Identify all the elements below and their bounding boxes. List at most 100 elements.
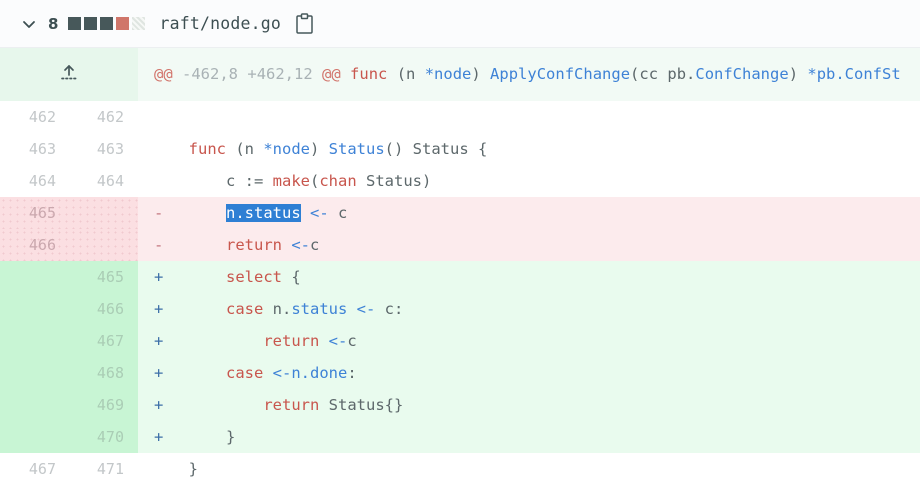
selected-text[interactable]: n.status bbox=[226, 203, 301, 222]
diff-table: @@ -462,8 +462,12 @@ func (n *node) Appl… bbox=[0, 48, 920, 485]
code-token: return bbox=[263, 331, 320, 350]
diff-marker: + bbox=[138, 388, 170, 421]
code-token: <- bbox=[291, 235, 311, 254]
code-line[interactable]: func (n *node) Status() Status { bbox=[170, 132, 920, 165]
hunk-new-range: +462,12 bbox=[247, 64, 313, 83]
code-token bbox=[170, 332, 263, 350]
line-number-old bbox=[0, 260, 70, 293]
code-token: c bbox=[310, 235, 320, 254]
code-token bbox=[170, 300, 226, 318]
code-line[interactable]: n.status <- c bbox=[170, 196, 920, 229]
line-number-old bbox=[0, 292, 70, 325]
diff-marker bbox=[138, 452, 170, 485]
code-token: c: bbox=[375, 299, 404, 318]
diff-row[interactable]: 468+ case <-n.done: bbox=[0, 356, 920, 389]
code-line[interactable]: c := make(chan Status) bbox=[170, 164, 920, 197]
code-line[interactable]: case n.status <- c: bbox=[170, 292, 920, 325]
hunk-expand-cell[interactable] bbox=[0, 48, 138, 101]
diff-row[interactable]: 469+ return Status{} bbox=[0, 388, 920, 421]
code-token: return bbox=[226, 235, 282, 254]
line-number-new: 469 bbox=[70, 388, 138, 421]
code-token bbox=[170, 396, 263, 414]
line-number-new: 462 bbox=[70, 100, 138, 133]
diffstat-square-2 bbox=[84, 17, 98, 30]
diff-marker: - bbox=[138, 196, 170, 229]
code-token: select bbox=[226, 267, 282, 286]
code-token: ( bbox=[309, 171, 320, 190]
code-token: <- bbox=[328, 331, 348, 350]
code-token: Status) bbox=[356, 171, 432, 190]
code-token: status bbox=[291, 299, 348, 318]
code-token: func bbox=[188, 139, 226, 158]
code-token bbox=[170, 204, 226, 222]
code-token: c := bbox=[170, 171, 273, 190]
code-line[interactable]: } bbox=[170, 420, 920, 453]
clipboard-copy-icon[interactable] bbox=[295, 12, 314, 35]
code-token bbox=[170, 140, 189, 158]
code-token bbox=[170, 364, 226, 382]
hunk-context-signature: func (n *node) ApplyConfChange(cc pb.Con… bbox=[350, 64, 901, 83]
code-token: return bbox=[263, 395, 320, 414]
code-token: <- bbox=[310, 203, 329, 222]
code-token: Status bbox=[328, 139, 385, 158]
hunk-at-close: @@ bbox=[322, 64, 341, 83]
line-number-old bbox=[0, 420, 70, 453]
line-number-old bbox=[0, 388, 70, 421]
line-number-new: 467 bbox=[70, 324, 138, 357]
code-token: : bbox=[347, 363, 357, 382]
line-number-old: 465 bbox=[0, 196, 70, 229]
code-line[interactable]: return <-c bbox=[170, 228, 920, 261]
line-number-old: 463 bbox=[0, 132, 70, 165]
diffstat-square-5 bbox=[132, 17, 146, 30]
expand-up-icon[interactable] bbox=[58, 48, 80, 95]
diff-marker bbox=[138, 164, 170, 197]
diff-row[interactable]: 470+ } bbox=[0, 420, 920, 453]
code-token: ) bbox=[310, 139, 329, 158]
code-token: } bbox=[170, 427, 236, 446]
code-token: *node bbox=[263, 139, 310, 158]
code-line[interactable]: select { bbox=[170, 260, 920, 293]
code-token: c bbox=[328, 203, 348, 222]
line-number-old: 466 bbox=[0, 228, 70, 261]
diff-row[interactable]: 465+ select { bbox=[0, 260, 920, 293]
code-token: n. bbox=[263, 299, 292, 318]
code-token: chan bbox=[319, 171, 357, 190]
diff-row[interactable]: 467+ return <-c bbox=[0, 324, 920, 357]
line-number-old bbox=[0, 324, 70, 357]
diff-row[interactable]: 465 - n.status <- c bbox=[0, 196, 920, 229]
diff-marker bbox=[138, 100, 170, 133]
line-number-old: 467 bbox=[0, 452, 70, 485]
diffstat-square-3 bbox=[100, 17, 114, 30]
code-line[interactable]: case <-n.done: bbox=[170, 356, 920, 389]
diff-marker: - bbox=[138, 228, 170, 261]
file-header[interactable]: 8 raft/node.go bbox=[0, 0, 920, 48]
file-path[interactable]: raft/node.go bbox=[159, 14, 282, 33]
diff-marker: + bbox=[138, 292, 170, 325]
code-line[interactable]: return <-c bbox=[170, 324, 920, 357]
diff-row[interactable]: 466+ case n.status <- c: bbox=[0, 292, 920, 325]
line-number-new: 468 bbox=[70, 356, 138, 389]
code-token: done bbox=[310, 363, 348, 382]
line-number-new: 463 bbox=[70, 132, 138, 165]
code-token: } bbox=[170, 459, 198, 478]
diff-row[interactable]: 466 - return <-c bbox=[0, 228, 920, 261]
code-line[interactable]: } bbox=[170, 452, 920, 485]
code-token bbox=[319, 332, 328, 350]
line-number-new: 465 bbox=[70, 260, 138, 293]
code-token: <-n. bbox=[272, 363, 310, 382]
line-number-old: 464 bbox=[0, 164, 70, 197]
code-token: make bbox=[272, 171, 310, 190]
chevron-down-icon[interactable] bbox=[18, 13, 40, 35]
line-number-new: 471 bbox=[70, 452, 138, 485]
diff-marker: + bbox=[138, 420, 170, 453]
line-number-old bbox=[0, 356, 70, 389]
hunk-header-row[interactable]: @@ -462,8 +462,12 @@ func (n *node) Appl… bbox=[0, 48, 920, 101]
code-line[interactable]: return Status{} bbox=[170, 388, 920, 421]
code-token: c bbox=[347, 331, 357, 350]
code-line[interactable] bbox=[170, 100, 920, 133]
